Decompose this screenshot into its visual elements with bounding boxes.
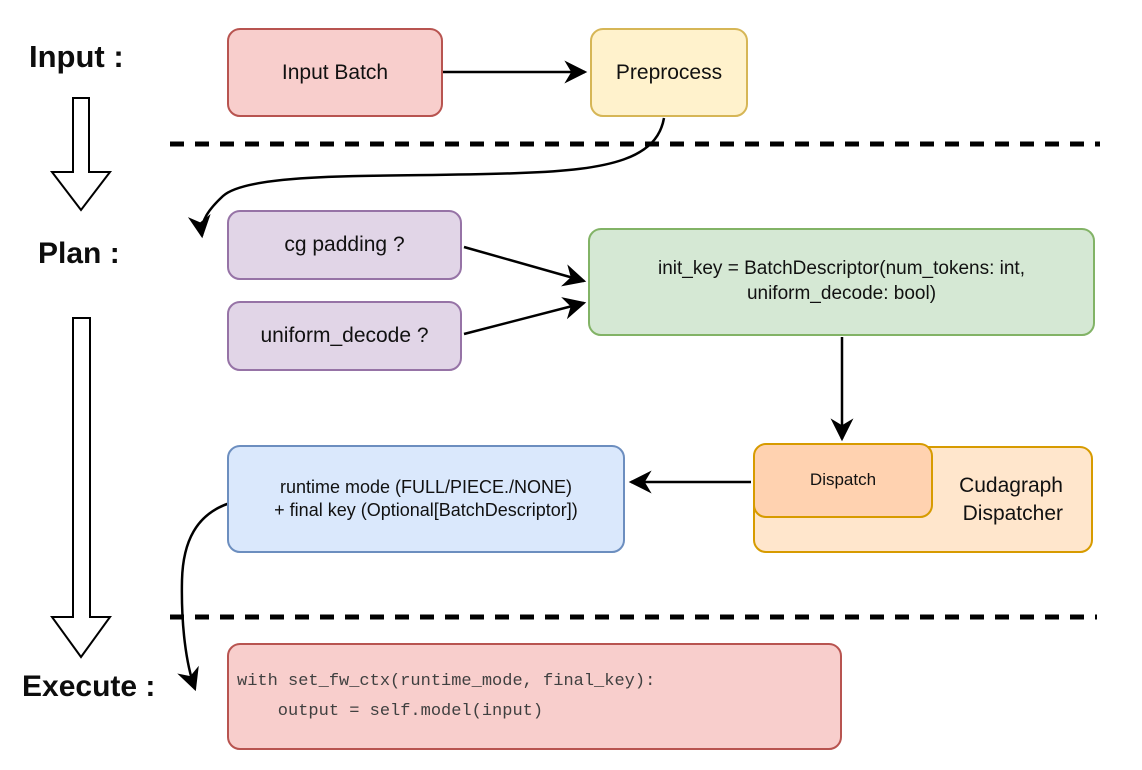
init-key-line1: init_key = BatchDescriptor(num_tokens: i… — [658, 258, 1025, 280]
node-runtime-mode: runtime mode (FULL/PIECE./NONE) + final … — [227, 445, 625, 553]
node-init-key: init_key = BatchDescriptor(num_tokens: i… — [588, 228, 1095, 336]
cudagraph-line2: Dispatcher — [962, 501, 1063, 525]
cudagraph-line1: Cudagraph — [959, 474, 1063, 498]
node-input-batch: Input Batch — [227, 28, 443, 117]
edge-runtimemode-to-executecode — [177, 501, 231, 692]
stage-arrow-plan-to-execute — [50, 317, 112, 659]
node-execute-code: with set_fw_ctx(runtime_mode, final_key)… — [227, 643, 842, 750]
runtime-mode-line1: runtime mode (FULL/PIECE./NONE) — [279, 476, 573, 497]
edge-cgpadding-to-initkey — [463, 245, 587, 287]
stage-label-execute: Execute : — [22, 670, 156, 703]
edge-uniformdecode-to-initkey — [463, 297, 587, 336]
node-cg-padding: cg padding ? — [227, 210, 462, 280]
node-preprocess: Preprocess — [590, 28, 748, 117]
stage-label-input: Input : — [29, 39, 124, 74]
node-uniform-decode: uniform_decode ? — [227, 301, 462, 371]
stage-arrow-input-to-plan — [49, 97, 113, 212]
stage-label-plan: Plan : — [38, 237, 120, 270]
init-key-line2: uniform_decode: bool) — [746, 283, 937, 304]
runtime-mode-line2: + final key (Optional[BatchDescriptor]) — [274, 500, 578, 520]
edge-preprocess-to-cgpadding — [187, 117, 666, 239]
node-dispatch: Dispatch — [753, 443, 933, 518]
